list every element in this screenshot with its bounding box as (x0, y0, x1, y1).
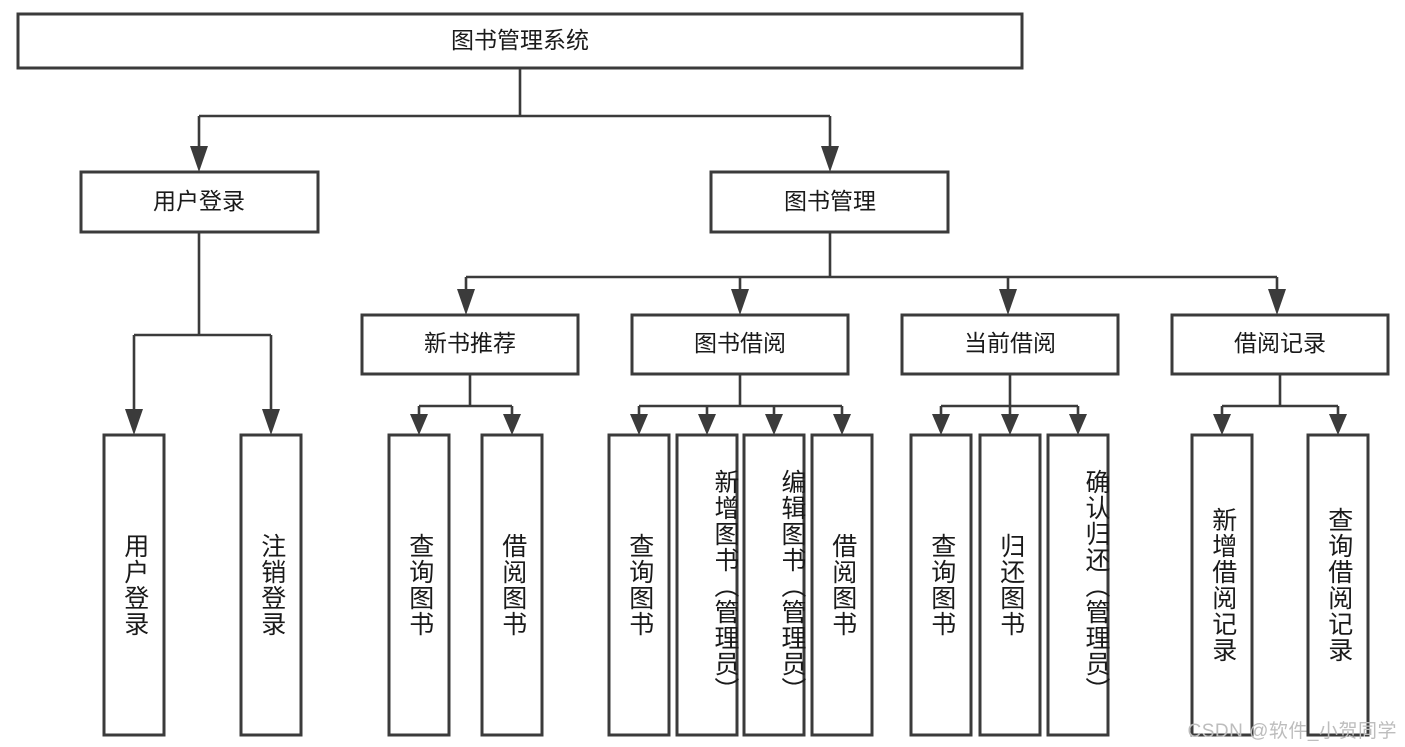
arrow-head-borrow-record (1268, 289, 1286, 315)
node-root[interactable]: 图书管理系统 (16, 12, 1024, 70)
node-book-manage[interactable]: 图书管理 (709, 170, 950, 234)
leaf-box-bb-borrow-book[interactable] (810, 433, 874, 737)
arrow-head-new-book (457, 289, 475, 315)
node-borrow-record-label: 借阅记录 (1234, 330, 1326, 356)
node-user-login[interactable]: 用户登录 (79, 170, 320, 234)
connector-group-book-manage-to-level3 (457, 232, 1286, 315)
connector-group-borrow-record-to-leaves (1213, 374, 1347, 435)
node-new-book-recommend-label: 新书推荐 (424, 330, 516, 356)
leaf-box-cb-query-book[interactable] (909, 433, 973, 737)
arrow-head-current-borrow (999, 289, 1017, 315)
arrow-head-book-borrow (731, 289, 749, 315)
leaf-box-nb-borrow-book[interactable] (480, 433, 544, 737)
node-book-manage-box[interactable] (709, 170, 950, 234)
node-book-borrow-label: 图书借阅 (694, 330, 786, 356)
leaf-box-user-login[interactable] (102, 433, 166, 737)
arrow-head-leaf-br-1 (1213, 414, 1231, 435)
connector-group-root-to-level2 (190, 68, 839, 172)
leaf-box-bb-edit-book[interactable] (742, 433, 806, 737)
arrow-head-leaf-logout (262, 409, 280, 435)
arrow-head-leaf-bb-2 (698, 414, 716, 435)
arrow-head-leaf-br-2 (1329, 414, 1347, 435)
node-user-login-label: 用户登录 (153, 188, 245, 214)
arrow-head-book-manage (821, 146, 839, 172)
leaf-box-bb-add-book[interactable] (675, 433, 739, 737)
leaf-box-cb-return-book[interactable] (978, 433, 1042, 737)
node-book-manage-label: 图书管理 (784, 188, 876, 214)
leaf-box-group (102, 433, 1370, 737)
arrow-head-leaf-bb-4 (833, 414, 851, 435)
node-current-borrow-label: 当前借阅 (964, 330, 1056, 356)
node-borrow-record[interactable]: 借阅记录 (1170, 313, 1390, 376)
arrow-head-leaf-bb-1 (630, 414, 648, 435)
node-user-login-box[interactable] (79, 170, 320, 234)
arrow-head-leaf-cb-2 (1001, 414, 1019, 435)
connector-group-book-borrow-to-leaves (630, 374, 851, 435)
arrow-head-leaf-bb-3 (765, 414, 783, 435)
node-borrow-record-box[interactable] (1170, 313, 1390, 376)
leaf-box-cb-confirm-return[interactable] (1046, 433, 1110, 737)
node-root-label: 图书管理系统 (451, 27, 589, 53)
node-root-box[interactable] (16, 12, 1024, 70)
leaf-box-logout[interactable] (239, 433, 303, 737)
node-book-borrow-box[interactable] (630, 313, 850, 376)
arrow-head-leaf-cb-3 (1069, 414, 1087, 435)
node-current-borrow[interactable]: 当前借阅 (900, 313, 1120, 376)
connector-group-new-book-to-leaves (410, 374, 521, 435)
csdn-watermark: CSDN @软件_小贺同学 (1187, 721, 1397, 742)
node-book-borrow[interactable]: 图书借阅 (630, 313, 850, 376)
leaf-box-br-add-record[interactable] (1190, 433, 1254, 737)
node-new-book-recommend[interactable]: 新书推荐 (360, 313, 580, 376)
leaf-box-nb-query-book[interactable] (387, 433, 451, 737)
arrow-head-user-login (190, 146, 208, 172)
arrow-head-leaf-nb-1 (410, 414, 428, 435)
leaf-box-bb-query-book[interactable] (607, 433, 671, 737)
arrow-head-leaf-cb-1 (932, 414, 950, 435)
node-current-borrow-box[interactable] (900, 313, 1120, 376)
connector-group-current-borrow-to-leaves (932, 374, 1087, 435)
arrow-head-leaf-user-login (125, 409, 143, 435)
node-new-book-recommend-box[interactable] (360, 313, 580, 376)
leaf-box-br-query-record[interactable] (1306, 433, 1370, 737)
connector-group-user-login-to-leaves (125, 232, 280, 435)
arrow-head-leaf-nb-2 (503, 414, 521, 435)
